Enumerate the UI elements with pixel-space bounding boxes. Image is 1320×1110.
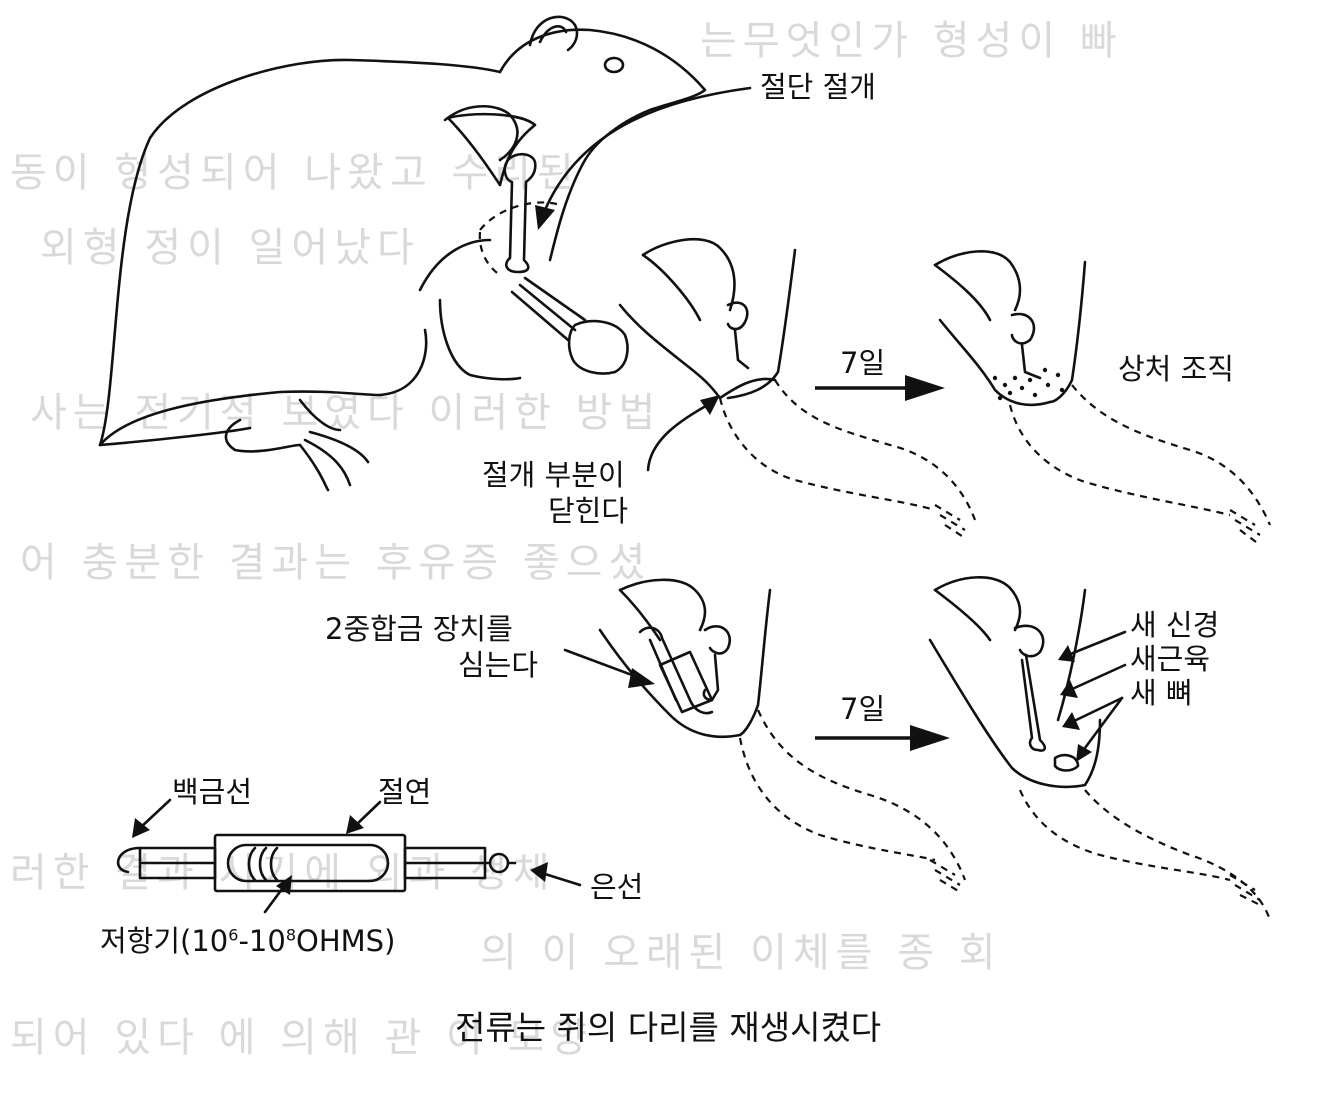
- label-days-top: 7일: [840, 346, 886, 380]
- scar-dots: [992, 367, 1065, 401]
- label-insulation: 절연: [378, 775, 432, 809]
- resistor-arrow-head: [276, 875, 292, 895]
- day-arrow-bottom-head: [910, 725, 950, 751]
- bleed-through-text: 외형 정이 일어났다: [40, 225, 420, 271]
- amputation-arrow-head: [535, 205, 555, 230]
- bimetallic-device: [116, 833, 517, 893]
- label-new-bone: 새 뼈: [1130, 676, 1193, 710]
- incision-arrow-head: [700, 395, 720, 415]
- label-incision-closed-line1: 절개 부분이: [482, 458, 625, 492]
- new-bone-arrow-2-head: [1076, 744, 1092, 762]
- label-scar-tissue: 상처 조직: [1118, 352, 1234, 386]
- bleed-through-text: 의 이 오래된 이체를 종 회: [480, 930, 1002, 976]
- incision-arrow: [646, 400, 715, 472]
- label-new-nerve: 새 신경: [1130, 608, 1220, 642]
- platinum-wire-arrow-head: [132, 818, 150, 838]
- new-bone-arrow-1-head: [1062, 712, 1080, 730]
- scar-tissue-limb: [933, 250, 1272, 546]
- new-nerve-arrow-head: [1058, 645, 1075, 662]
- new-muscle-arrow: [1068, 663, 1127, 692]
- label-platinum-wire: 백금선: [172, 775, 253, 809]
- label-implant-line1: 2중합금 장치를: [325, 612, 513, 646]
- regenerated-limb: [928, 576, 1272, 921]
- figure-caption: 전류는 쥐의 다리를 재생시켰다: [455, 1008, 882, 1047]
- day-arrow-top-head: [905, 375, 945, 401]
- new-bone-arrow-2: [1080, 696, 1124, 754]
- label-silver-wire: 은선: [590, 870, 644, 904]
- label-days-bottom: 7일: [840, 692, 886, 726]
- label-implant-line2: 심는다: [458, 648, 539, 682]
- implant-arrow: [563, 648, 642, 680]
- silver-wire-arrow: [543, 872, 582, 887]
- bleed-through-text: 되어 있다 에 의해 관 이 모양: [10, 1015, 594, 1061]
- label-incision-closed-line2: 닫힌다: [548, 494, 629, 528]
- label-amputation: 절단 절개: [760, 70, 876, 104]
- new-nerve-arrow: [1066, 630, 1127, 657]
- new-bone-arrow-1: [1070, 696, 1124, 724]
- insulation-arrow: [353, 800, 382, 828]
- bleed-through-text: 어 충분한 결과는 후유증 좋으셨: [20, 540, 652, 586]
- label-resistor: 저항기(106-108OHMS): [100, 924, 396, 958]
- implant-arrow-head: [628, 668, 655, 688]
- bleed-through-text: 사는 전기적 보였다 이러한 방법: [30, 390, 662, 436]
- insulation-arrow-head: [346, 815, 364, 834]
- label-new-muscle: 새근육: [1130, 642, 1211, 676]
- new-muscle-arrow-head: [1060, 680, 1078, 698]
- implant-limb: [598, 578, 967, 893]
- amputation-arrow: [543, 86, 752, 212]
- closed-incision-limb: [618, 237, 977, 539]
- silver-wire-arrow-head: [530, 862, 548, 882]
- rat-illustration: [98, 15, 707, 492]
- bleed-through-text: 는무엇인가 형성이 빠: [700, 18, 1123, 64]
- platinum-wire-arrow: [138, 798, 172, 830]
